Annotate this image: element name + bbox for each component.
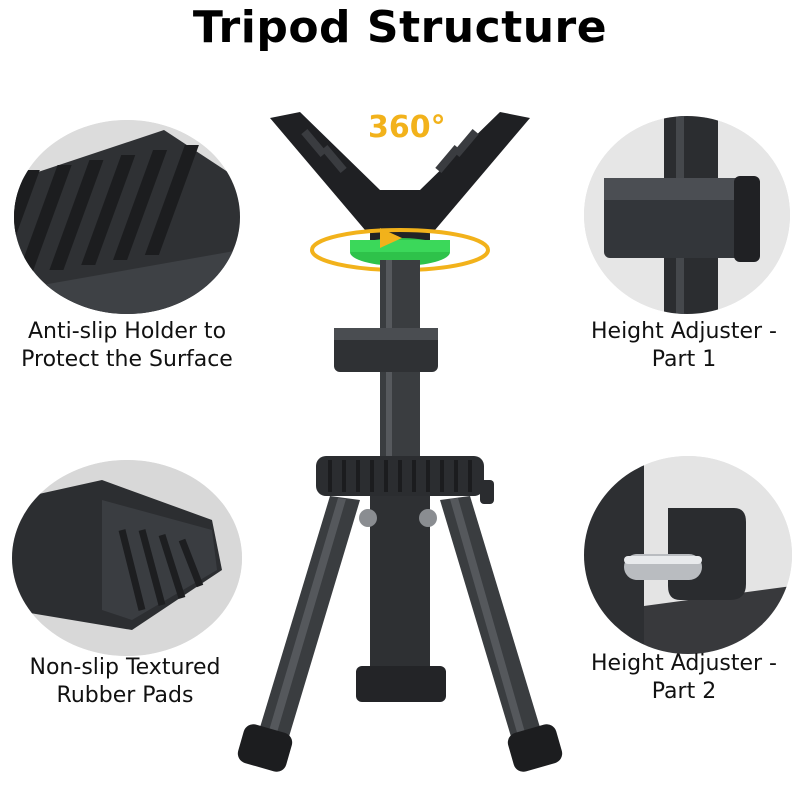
callout-anti-slip-holder: Anti-slip Holder to Protect the Surface	[21, 319, 233, 372]
detail-rubber-pad	[12, 460, 242, 656]
callout-height-adjuster-2: Height Adjuster - Part 2	[590, 651, 777, 704]
detail-height-adjuster-1	[584, 116, 790, 314]
callout-rubber-pads: Non-slip Textured Rubber Pads	[29, 655, 221, 708]
page-title: Tripod Structure	[192, 2, 608, 53]
callout-height-adjuster-1: Height Adjuster - Part 1	[590, 319, 777, 372]
detail-height-adjuster-2	[584, 456, 792, 654]
detail-holder-closeup	[14, 120, 240, 314]
tripod-product-image	[230, 100, 570, 800]
rotation-360-label: 360°	[368, 110, 446, 145]
